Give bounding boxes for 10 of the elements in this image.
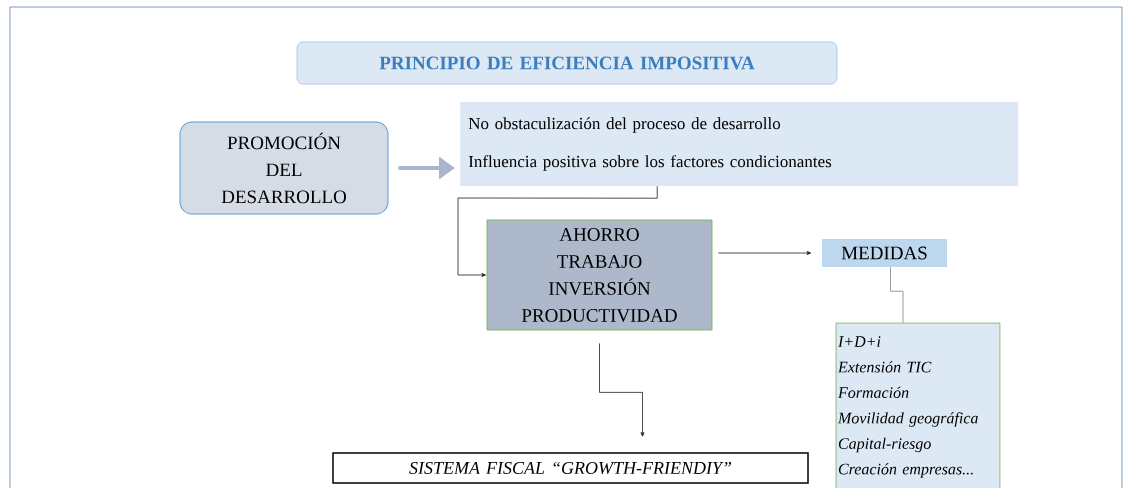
title-box: PRINCIPIO DE EFICIENCIA IMPOSITIVA [296, 41, 838, 85]
result-box: SISTEMA FISCAL “GROWTH-FRIENDIY” [332, 452, 809, 484]
factor-box: AHORRO TRABAJO INVERSIÓN PRODUCTIVIDAD [486, 219, 713, 331]
heading-box: MEDIDAS [822, 239, 947, 267]
arrow [599, 343, 645, 437]
list-box: I+D+i Extensión TIC Formación Movilidad geográfica Capital-riesgo Creación empresas... [835, 322, 1001, 488]
arrow [718, 251, 812, 255]
text-band: No obstaculización del proceso de desarrollo Influencia positiva sobre los factores condicionantes [460, 102, 1019, 186]
rounded-box: PROMOCIÓN DEL DESARROLLO [179, 121, 389, 215]
arrow [457, 185, 658, 277]
